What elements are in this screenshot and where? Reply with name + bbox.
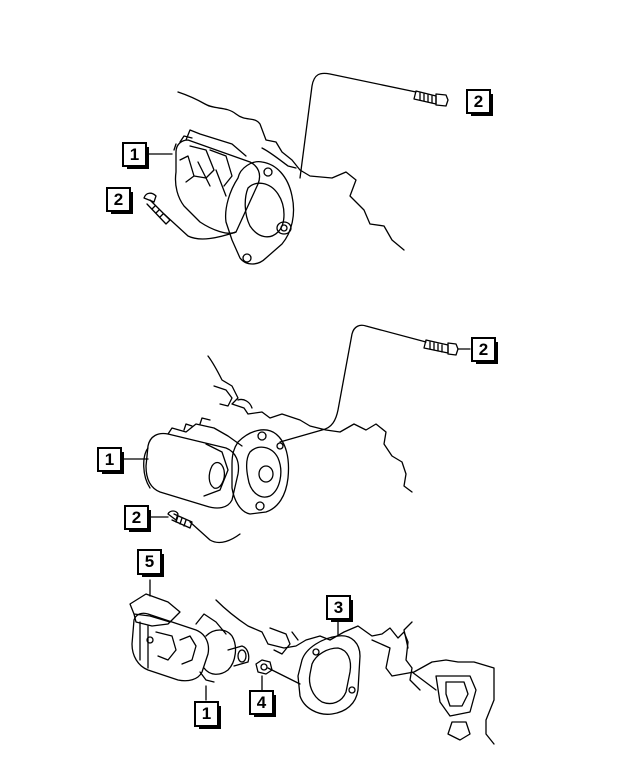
lower-starter-callout-label: 1 (201, 704, 212, 723)
lower-bracket (269, 627, 299, 655)
lower-heat-shield (129, 593, 181, 627)
lower-shield-callout-label: 5 (144, 552, 155, 571)
upper-view (143, 72, 449, 265)
upper-engine-outline (177, 91, 405, 251)
upper-bolt-left (143, 192, 171, 225)
lower-nut-callout: 4 (249, 690, 276, 717)
middle-engine-bracket (213, 385, 253, 409)
upper-bolt-right-callout-label: 2 (473, 91, 484, 111)
middle-view (121, 324, 471, 544)
middle-bolt-left-leader (189, 521, 241, 544)
lower-view (129, 579, 495, 745)
upper-engine-flange (261, 147, 297, 169)
upper-bolt-left-callout-label: 2 (113, 189, 124, 209)
middle-bolt-right (423, 339, 459, 356)
lower-transmission-outline (371, 621, 495, 745)
lower-adapter-plate (297, 635, 361, 715)
lower-nut-leader (267, 667, 301, 685)
lower-nut (255, 659, 273, 675)
lower-shield-callout: 5 (137, 549, 164, 577)
lower-starter-callout: 1 (194, 701, 221, 729)
middle-bolt-left-callout: 2 (124, 505, 151, 532)
middle-starter-motor (143, 417, 290, 515)
middle-bolt-right-leader (279, 324, 427, 443)
middle-bolt-right-callout: 2 (471, 337, 498, 364)
middle-engine-outline (207, 355, 413, 493)
upper-bolt-left-callout: 2 (106, 187, 133, 214)
lower-plate-callout: 3 (326, 595, 353, 622)
lower-bolt-leader (411, 671, 437, 691)
lower-starter-motor (131, 612, 250, 683)
lower-engine-outline (215, 599, 421, 691)
upper-starter-callout: 1 (122, 142, 149, 169)
upper-bolt-right-leader (299, 72, 417, 179)
middle-starter-callout-label: 1 (104, 449, 115, 469)
lower-plate-callout-label: 3 (333, 597, 344, 617)
middle-bolt-left (167, 510, 193, 529)
lower-nut-callout-label: 4 (256, 692, 267, 712)
middle-bolt-right-callout-label: 2 (478, 339, 489, 359)
lower-transmission-detail (435, 675, 477, 741)
middle-starter-callout: 1 (97, 447, 124, 474)
upper-starter-callout-label: 1 (129, 144, 140, 164)
middle-bolt-left-callout-label: 2 (131, 507, 142, 527)
upper-starter-motor (173, 129, 295, 265)
upper-bolt-right-callout: 2 (466, 89, 493, 116)
upper-bolt-right (413, 90, 449, 107)
